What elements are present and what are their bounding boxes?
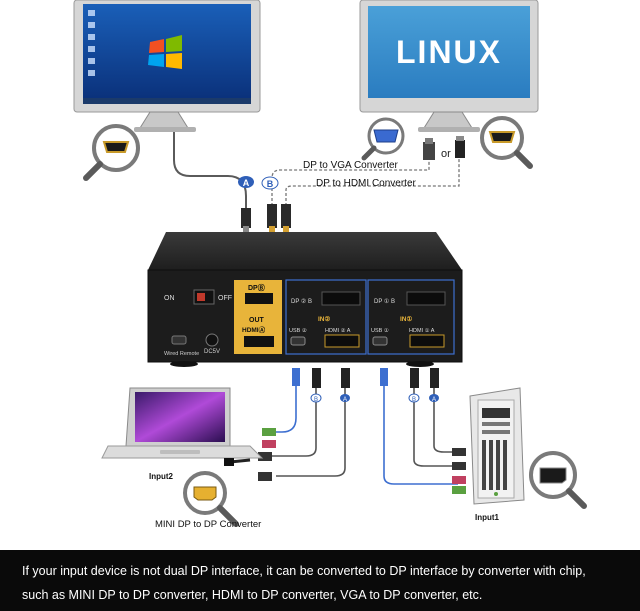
linux-screen-text: LINUX [396, 34, 502, 70]
hdmi-port-magnifier-right [480, 116, 533, 169]
out-hdmi-port[interactable] [244, 336, 274, 347]
mini-dp-port-icon [193, 486, 217, 501]
caption-line-2: such as MINI DP to DP converter, HDMI to… [22, 588, 483, 602]
in1-usb-port[interactable] [372, 336, 388, 346]
marker-b-badge: B [261, 176, 279, 190]
dc5v-label: DC5V [204, 349, 220, 355]
in1-label: IN① [400, 315, 413, 323]
svg-text:A: A [243, 178, 250, 188]
caption-line-1: If your input device is not dual DP inte… [22, 564, 586, 578]
linux-monitor: LINUX [359, 0, 539, 132]
pc-tower-input1 [469, 387, 525, 505]
dp-port-icon [539, 467, 567, 484]
top-plugs [241, 204, 291, 232]
power-on-label: ON [164, 295, 175, 302]
caption-bar: If your input device is not dual DP inte… [0, 550, 640, 611]
in1-hdmi-label: HDMI ① A [409, 327, 435, 334]
svg-text:B: B [267, 179, 274, 189]
kvm-switch: ON OFF Wired Remote DC5V DPⒷ OUT HDMIⒶ D… [147, 232, 463, 367]
wired-remote-port[interactable] [171, 335, 187, 345]
in2-dp-label: DP ② B [291, 298, 312, 305]
input1-panel [367, 279, 455, 355]
svg-text:A: A [432, 397, 436, 403]
svg-text:A: A [343, 397, 347, 403]
hdmi-port-icon [488, 131, 516, 143]
dp-to-vga-label: DP to VGA Converter [303, 160, 399, 171]
input2-panel [285, 279, 367, 355]
vga-connector-plug [423, 138, 435, 160]
cable-dp-to-hdmi [285, 158, 460, 206]
mini-dp-converter-label: MINI DP to DP Converter [155, 519, 261, 530]
vga-port-magnifier [361, 117, 405, 161]
kvm-connection-diagram: LINUX or DP to VGA Converter DP to HDMI … [73, 0, 587, 530]
laptop-input2 [101, 387, 264, 459]
dc5v-jack[interactable] [205, 333, 219, 347]
in2-dp-port[interactable] [321, 291, 361, 306]
in1-dp-label: DP ① B [374, 298, 395, 305]
svg-text:B: B [412, 397, 416, 403]
out-label: OUT [249, 317, 265, 324]
input1-label: Input1 [475, 513, 500, 522]
mini-dp-port-magnifier [183, 471, 239, 527]
wired-remote-label: Wired Remote [164, 351, 199, 357]
dp-to-hdmi-label: DP to HDMI Converter [316, 178, 417, 189]
hdmi-port-magnifier-left [83, 124, 140, 181]
out-dp-port[interactable] [245, 293, 273, 304]
cable-dp-to-vga [271, 160, 430, 206]
hdmi-connector-plug [455, 136, 465, 158]
in1-usb-label: USB ① [371, 327, 389, 334]
in2-hdmi-label: HDMI ② A [325, 327, 351, 334]
out-dp-b-label: DPⒷ [248, 283, 265, 292]
out-hdmi-a-label: HDMIⒶ [242, 325, 266, 334]
in2-label: IN② [318, 315, 331, 323]
bottom-plugs [292, 368, 439, 388]
input1-plug-cluster [452, 448, 466, 494]
pc-dp-port-magnifier [529, 451, 587, 509]
input2-label: Input2 [149, 472, 174, 481]
cable-a-left-monitor [173, 132, 247, 210]
power-off-label: OFF [218, 295, 232, 302]
laptop-screen [135, 392, 225, 442]
in2-usb-label: USB ② [289, 327, 307, 334]
hdmi-port-icon [102, 141, 130, 153]
marker-a-badge: A [238, 176, 254, 188]
in1-dp-port[interactable] [406, 291, 446, 306]
svg-text:B: B [314, 397, 318, 403]
in2-hdmi-port[interactable] [324, 334, 360, 348]
in2-usb-port[interactable] [290, 336, 306, 346]
or-text: or [441, 148, 451, 160]
input2-plug-cluster [258, 428, 276, 481]
vga-port-icon [373, 129, 399, 143]
linux-screen [368, 6, 530, 98]
windows-monitor [73, 0, 261, 132]
bottom-marker-badges: B A B A [310, 393, 439, 403]
windows-logo-icon [148, 35, 182, 69]
input-cables [268, 374, 458, 485]
in1-hdmi-port[interactable] [409, 334, 445, 348]
